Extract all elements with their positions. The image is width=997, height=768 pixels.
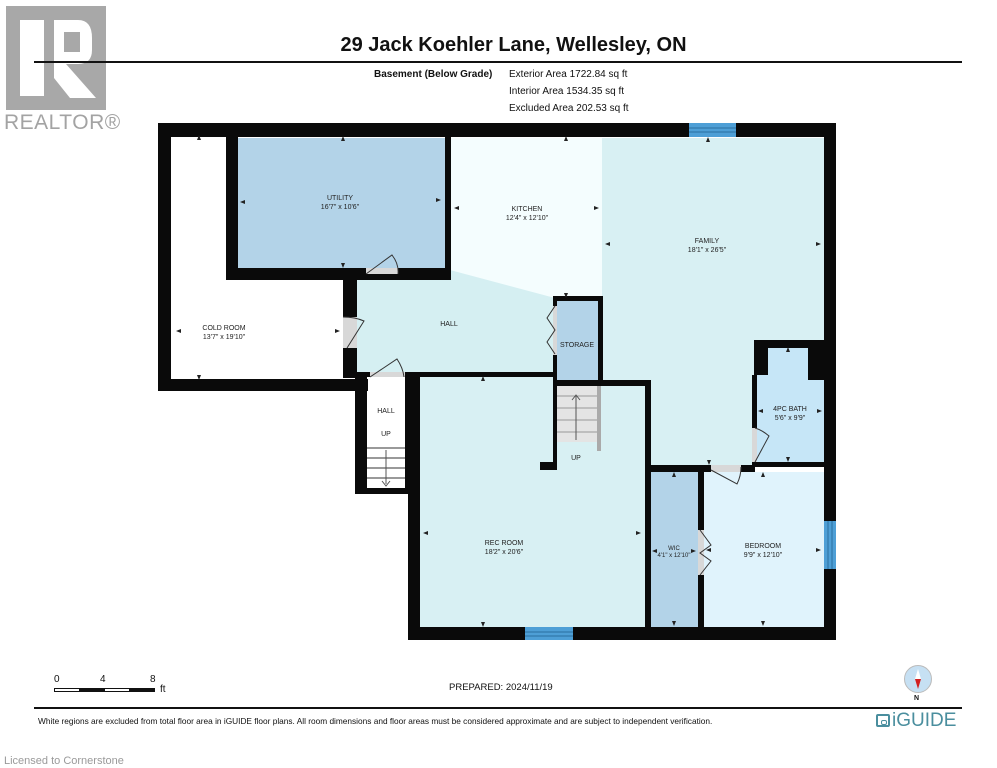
windows	[525, 123, 836, 640]
storage-label: STORAGE	[560, 342, 594, 349]
scale-tick-0: 0	[54, 674, 60, 685]
realtor-r-icon	[6, 6, 106, 110]
level-label: Basement (Below Grade)	[374, 69, 493, 80]
stairs-right	[557, 386, 601, 451]
wic-area	[650, 472, 698, 627]
family-area	[602, 138, 824, 340]
licensed-text: Licensed to Cornerstone	[4, 755, 124, 767]
excluded-area: Excluded Area 202.53 sq ft	[509, 103, 629, 114]
utility-label: UTILITY	[327, 195, 353, 202]
cold-room-label: COLD ROOM	[202, 325, 245, 332]
iguide-camera-icon	[876, 714, 890, 727]
wic-dims: 4'1" x 12'10"	[658, 553, 691, 559]
dimension-markers	[176, 135, 822, 627]
stair-right-up-label: UP	[571, 455, 581, 462]
bedroom-dims: 9'9" x 12'10"	[744, 552, 783, 559]
family-label: FAMILY	[695, 238, 720, 245]
title-divider	[34, 61, 962, 63]
stairs-left	[367, 442, 405, 488]
bath-dims: 5'6" x 9'9"	[775, 415, 806, 422]
rec-room-area	[420, 375, 645, 627]
page-title: 29 Jack Koehler Lane, Wellesley, ON	[340, 34, 687, 56]
cold-room-dims: 13'7" x 19'10"	[203, 334, 246, 341]
realtor-logo	[6, 6, 106, 110]
family-dims: 18'1" x 26'5"	[688, 247, 727, 254]
stair-hall-label: HALL	[377, 408, 395, 415]
utility-dims: 16'7" x 10'6"	[321, 204, 360, 211]
utility-area	[238, 138, 445, 268]
kitchen-dims: 12'4" x 12'10"	[506, 215, 549, 222]
kitchen-label: KITCHEN	[512, 206, 543, 213]
footer-divider	[34, 707, 962, 709]
bedroom-area	[704, 472, 824, 627]
iguide-logo: iGUIDE	[876, 710, 956, 732]
doors	[342, 254, 770, 576]
hall-area	[357, 270, 555, 373]
scale-tick-4: 4	[100, 674, 106, 685]
prepared-date: PREPARED: 2024/11/19	[449, 682, 553, 693]
hall-label: HALL	[440, 321, 458, 328]
wic-label: WIC	[668, 546, 680, 552]
iguide-wordmark: iGUIDE	[892, 710, 957, 731]
exterior-area: Exterior Area 1722.84 sq ft	[509, 69, 628, 80]
stair-left-up-label: UP	[381, 431, 391, 438]
rec-room-label: REC ROOM	[485, 540, 524, 547]
scale-unit: ft	[160, 684, 166, 695]
bath-label: 4PC BATH	[773, 406, 807, 413]
scale-tick-8: 8	[150, 674, 156, 685]
compass-icon	[904, 665, 932, 693]
realtor-wordmark: REALTOR®	[4, 111, 121, 134]
rec-room-dims: 18'2" x 20'6"	[485, 549, 524, 556]
bedroom-label: BEDROOM	[745, 543, 781, 550]
compass-north-label: N	[914, 695, 920, 702]
interior-area: Interior Area 1534.35 sq ft	[509, 86, 625, 97]
disclaimer-text: White regions are excluded from total fl…	[38, 716, 713, 726]
walls	[158, 123, 836, 640]
storage-area	[555, 300, 600, 382]
